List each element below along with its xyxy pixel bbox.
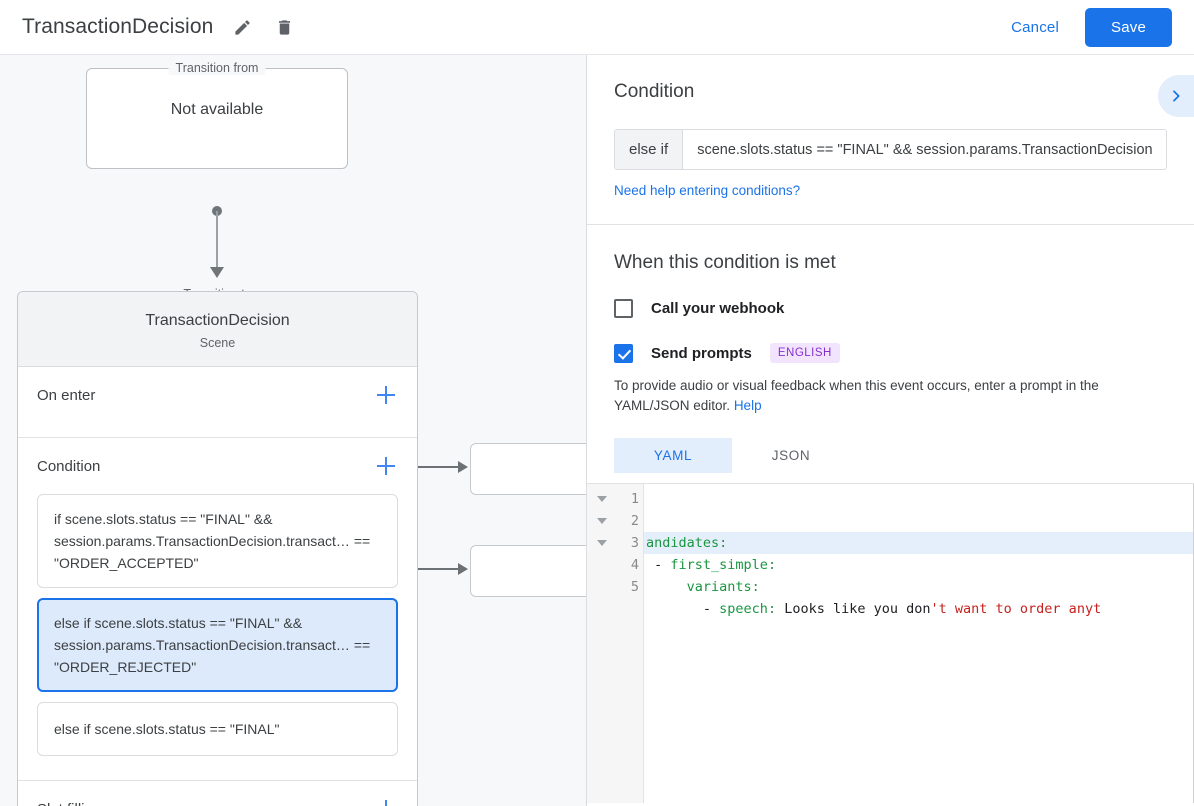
code-token: first_simple: [670, 557, 768, 573]
code-fold-arrow: [587, 576, 616, 598]
condition-input[interactable]: [683, 130, 1166, 169]
prompt-description-text: To provide audio or visual feedback when…: [614, 378, 1099, 413]
transition-from-value: Not available: [170, 101, 264, 118]
code-token: -: [646, 601, 720, 617]
edge-arrow-rejected: [458, 563, 468, 575]
caret-down-icon: [596, 540, 607, 546]
connector-arrow-icon: [210, 267, 224, 278]
expand-panel-button[interactable]: [1158, 75, 1194, 117]
condition-input-row: else if: [614, 129, 1167, 170]
code-token: [646, 579, 687, 595]
code-line-number: 5: [630, 579, 639, 595]
code-token: variants: [686, 579, 752, 595]
scene-graph-canvas: Transition from Not available Transition…: [0, 55, 586, 806]
add-slot-filling-icon[interactable]: [374, 797, 398, 806]
chevron-right-icon: [1173, 90, 1180, 102]
connector-line: [216, 211, 218, 271]
condition-prefix-label: else if: [615, 130, 684, 169]
code-token: andidates: [646, 535, 720, 551]
tab-yaml[interactable]: YAML: [614, 438, 732, 473]
code-line-number: 1: [630, 491, 639, 507]
code-line[interactable]: andidates:: [644, 532, 1194, 554]
code-line[interactable]: - speech: Looks like you don't want to o…: [644, 598, 1194, 620]
code-fold-arrow[interactable]: [587, 488, 616, 510]
section-condition: Condition if scene.slots.status == "FINA…: [18, 438, 417, 781]
edge-line-rejected: [400, 568, 460, 570]
code-fold-arrow: [587, 554, 616, 576]
section-slot-filling: Slot filling Slot validation: [18, 781, 417, 806]
code-fold-arrow[interactable]: [587, 510, 616, 532]
transition-from-legend: Transition from: [168, 61, 266, 75]
section-title-slot-filling: Slot filling: [37, 801, 101, 806]
prompt-help-link[interactable]: Help: [733, 398, 762, 413]
code-line[interactable]: - first_simple:: [644, 554, 1194, 576]
edge-arrow-accepted: [458, 461, 468, 473]
section-head-on-enter: On enter: [37, 367, 398, 423]
code-token: speech: [719, 601, 768, 617]
code-token: :: [719, 535, 728, 551]
code-line[interactable]: [644, 620, 1194, 642]
prompt-description: To provide audio or visual feedback when…: [614, 376, 1167, 416]
yaml-code-editor[interactable]: 1 2 3 4 5 andidates: - first_simple: variant…: [587, 483, 1194, 803]
page-title: TransactionDecision: [22, 15, 214, 38]
code-token: 't want to order anyt: [930, 601, 1102, 617]
when-condition-met-section: When this condition is met Call your web…: [587, 225, 1194, 473]
condition-editor-section: Condition else if Need help entering con…: [587, 55, 1194, 225]
when-condition-met-heading: When this condition is met: [614, 252, 836, 273]
send-prompts-label: Send prompts: [651, 344, 752, 362]
target-stub-box-accepted[interactable]: [470, 443, 586, 495]
editor-format-tabs: YAML JSON: [614, 438, 1167, 473]
webhook-row: Call your webhook: [614, 299, 1167, 318]
add-on-enter-icon[interactable]: [374, 383, 398, 407]
section-head-condition: Condition: [37, 438, 398, 494]
call-webhook-label: Call your webhook: [651, 300, 785, 317]
section-title-condition: Condition: [37, 457, 101, 475]
transition-from-box: Transition from Not available: [86, 61, 348, 169]
code-line-number: 4: [630, 557, 639, 573]
section-head-slot-filling: Slot filling: [37, 781, 398, 806]
code-token: -: [646, 557, 671, 573]
top-bar: TransactionDecision Cancel Save: [0, 0, 1194, 55]
caret-down-icon: [596, 518, 607, 524]
condition-list-item[interactable]: if scene.slots.status == "FINAL" && sess…: [37, 494, 398, 588]
code-token: :: [767, 557, 777, 573]
condition-help-link[interactable]: Need help entering conditions?: [614, 183, 801, 198]
trash-icon: [278, 19, 290, 35]
condition-heading: Condition: [614, 81, 695, 102]
cancel-button[interactable]: Cancel: [995, 10, 1075, 45]
code-fold-column: [587, 484, 616, 803]
code-line-number-gutter: 1 2 3 4 5: [616, 484, 644, 803]
delete-button[interactable]: [267, 10, 301, 44]
call-webhook-checkbox[interactable]: [614, 299, 633, 318]
condition-list-item[interactable]: else if scene.slots.status == "FINAL": [37, 702, 398, 756]
caret-down-icon: [596, 496, 607, 502]
send-prompts-row: Send prompts ENGLISH: [614, 343, 1167, 363]
add-condition-icon[interactable]: [374, 454, 398, 478]
code-token: :: [751, 579, 760, 595]
scene-card-header: TransactionDecision Scene: [18, 292, 417, 367]
edge-line-accepted: [400, 466, 460, 468]
save-button[interactable]: Save: [1085, 7, 1172, 47]
code-line-number: 2: [630, 513, 639, 529]
code-fold-arrow[interactable]: [587, 532, 616, 554]
pencil-icon: [235, 19, 250, 35]
scene-type: Scene: [199, 336, 236, 350]
scene-card: TransactionDecision Scene On enter Condi…: [17, 291, 418, 806]
section-on-enter: On enter: [18, 367, 417, 438]
code-line[interactable]: variants:: [644, 576, 1194, 598]
edit-button[interactable]: [225, 10, 259, 44]
code-line-number: 3: [630, 535, 639, 551]
section-title-on-enter: On enter: [37, 386, 96, 404]
scene-name: TransactionDecision: [145, 312, 290, 329]
code-token: Looks like you don: [784, 601, 931, 617]
target-stub-box-rejected[interactable]: [470, 545, 586, 597]
condition-detail-panel: Condition else if Need help entering con…: [586, 55, 1194, 806]
condition-list-item[interactable]: else if scene.slots.status == "FINAL" &&…: [37, 598, 398, 692]
send-prompts-checkbox[interactable]: [614, 343, 633, 363]
code-token: :: [767, 601, 785, 617]
code-text-area[interactable]: andidates: - first_simple: variants: - s…: [644, 484, 1194, 803]
language-badge: ENGLISH: [769, 343, 840, 363]
tab-json[interactable]: JSON: [771, 448, 811, 463]
